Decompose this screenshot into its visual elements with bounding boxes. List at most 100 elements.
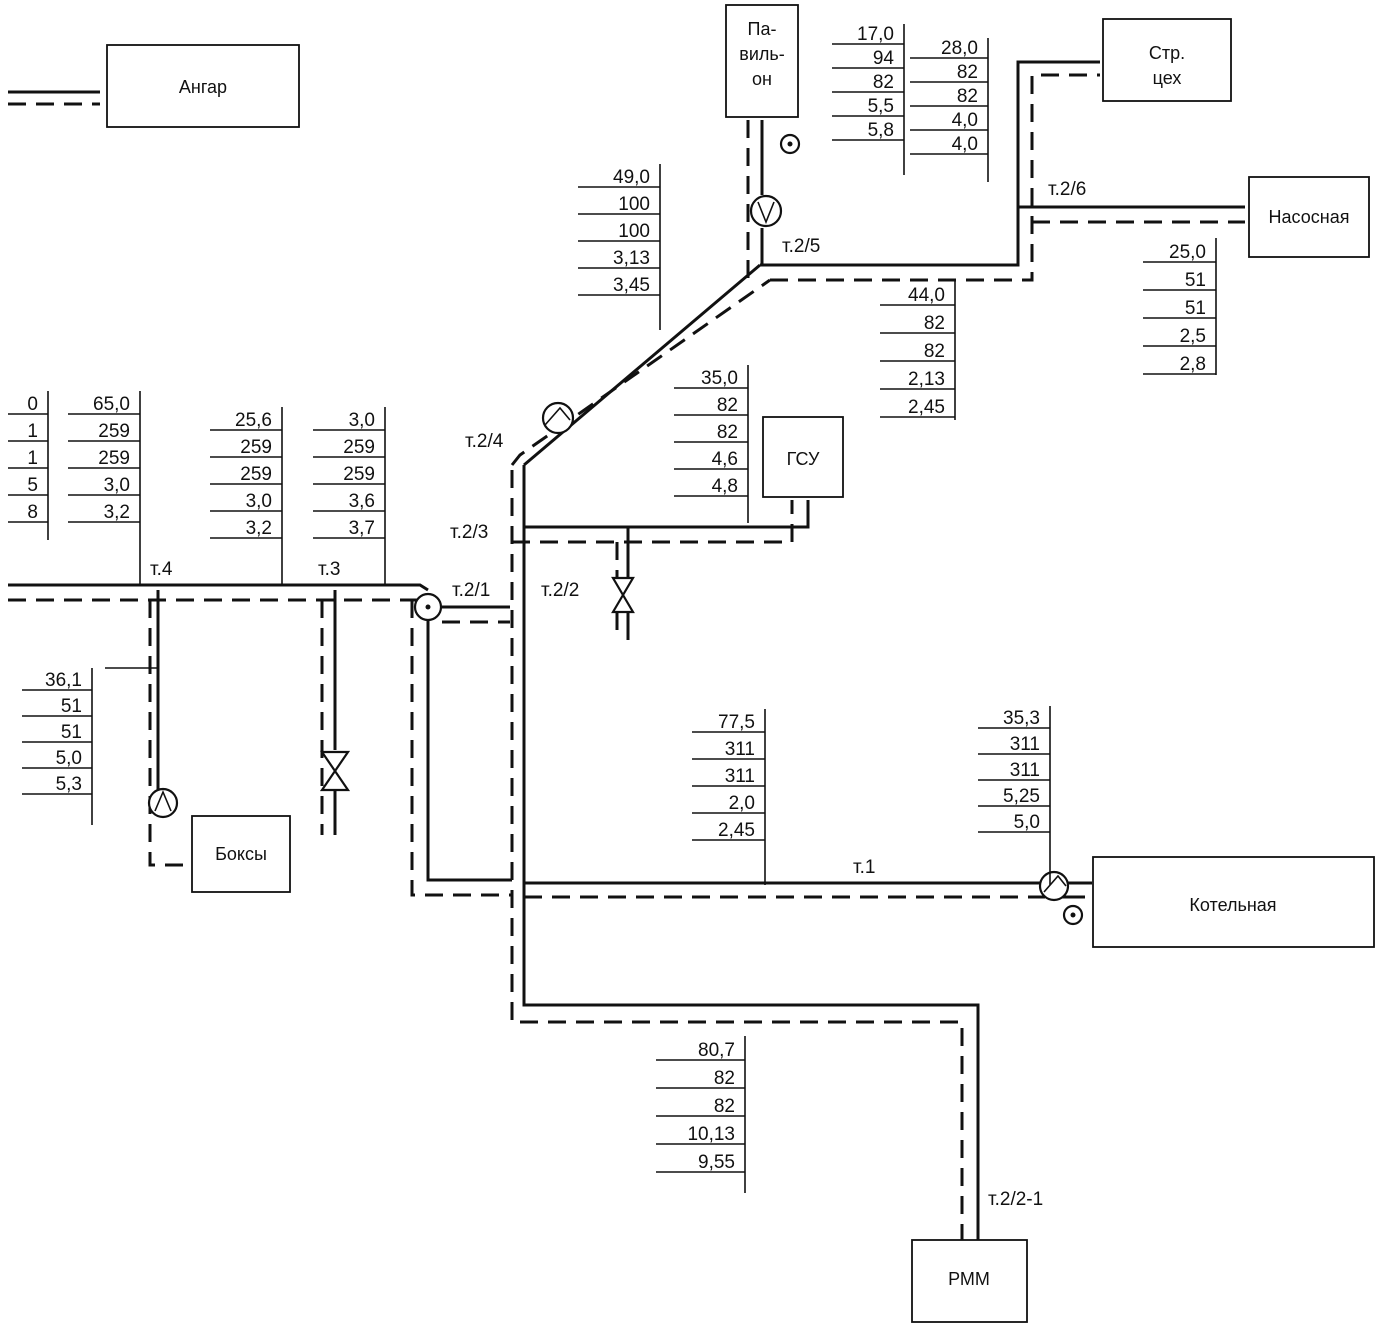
building-str-tsekh-label-2: цех	[1153, 68, 1182, 88]
pipe-t25-return	[770, 73, 1100, 282]
table-value: 2,13	[908, 369, 945, 390]
fixed-point-pavilion-icon	[779, 133, 801, 155]
label-t2-1: т.2/1	[452, 580, 490, 601]
pump-kotelnaya-icon	[1038, 870, 1070, 902]
building-str-tsekh: Стр. цех	[1102, 18, 1232, 102]
table-value: 82	[714, 1068, 735, 1089]
table-value: 259	[343, 437, 375, 458]
table-value: 3,0	[246, 491, 272, 512]
table-value: 259	[240, 464, 272, 485]
table-value: 25,6	[235, 410, 272, 431]
data-tables: 0 1 1 5 8 65,0 259 259 3,0 3,2 25,6 259 259 3,0 3,2 3,0…	[8, 24, 1217, 1193]
table-value: 82	[714, 1096, 735, 1117]
table-value: 82	[873, 72, 894, 93]
pipe-main-west-supply	[8, 583, 429, 592]
table-value: 4,0	[952, 110, 978, 131]
table-value: 94	[873, 48, 895, 69]
pump-boksy-icon	[147, 787, 179, 819]
table-left-edge: 0 1 1 5 8	[8, 391, 49, 540]
building-nasosnaya: Насосная	[1248, 176, 1370, 258]
point-labels: т.1 т.2/1 т.2/2 т.2/3 т.2/4 т.2/5 т.2/6 …	[150, 179, 1086, 1210]
table-value: 8	[27, 502, 38, 523]
label-t2-3: т.2/3	[450, 522, 488, 543]
table-value: 3,0	[349, 410, 375, 431]
building-pavilion-label-1: Па-	[748, 19, 777, 39]
label-t3: т.3	[318, 559, 340, 580]
label-t1: т.1	[853, 857, 875, 878]
table-value: 259	[343, 464, 375, 485]
table-value: 100	[618, 221, 650, 242]
pipe-diagonal-return	[510, 278, 771, 466]
table-value: 2,0	[729, 793, 755, 814]
table-value: 4,6	[712, 449, 738, 470]
building-pavilion-label-3: он	[752, 69, 772, 89]
building-pavilion-label-2: виль-	[739, 44, 785, 64]
table-value: 51	[61, 722, 82, 743]
table-value: 28,0	[941, 38, 978, 59]
building-angar: Ангар	[106, 44, 300, 128]
building-kotelnaya-label: Котельная	[1189, 895, 1276, 915]
pipeline-network	[8, 60, 1245, 1240]
building-kotelnaya: Котельная	[1092, 856, 1375, 948]
table-value: 25,0	[1169, 242, 1206, 263]
pipe-gsu-return	[512, 500, 794, 544]
table-value: 65,0	[93, 394, 130, 415]
table-value: 5,8	[868, 120, 894, 141]
table-value: 80,7	[698, 1040, 735, 1061]
table-value: 2,8	[1180, 354, 1206, 375]
pipe-trunk-return	[510, 470, 964, 1240]
table-value: 35,0	[701, 368, 738, 389]
pipe-gsu-supply	[524, 500, 810, 529]
table-value: 1	[27, 448, 38, 469]
table-value: 4,0	[952, 134, 978, 155]
label-t2-4: т.2/4	[465, 431, 504, 452]
table-value: 1	[27, 421, 38, 442]
pipe-boksy-return	[148, 600, 185, 867]
label-t2-5: т.2/5	[782, 236, 820, 257]
table-value: 5,0	[56, 748, 82, 769]
table-value: 259	[98, 448, 130, 469]
table-value: 49,0	[613, 167, 650, 188]
table-value: 44,0	[908, 285, 945, 306]
building-nasosnaya-label: Насосная	[1269, 207, 1350, 227]
label-t2-2: т.2/2	[541, 580, 579, 601]
table-value: 5,0	[1014, 812, 1040, 833]
table-value: 259	[98, 421, 130, 442]
pipe-loop-return	[410, 600, 512, 897]
table-value: 3,0	[104, 475, 130, 496]
table-value: 3,2	[104, 502, 130, 523]
table-value: 311	[725, 739, 755, 760]
table-value: 3,13	[613, 248, 650, 269]
table-value: 51	[1185, 298, 1206, 319]
pump-pavilion-icon	[749, 194, 783, 228]
table-value: 82	[957, 86, 978, 107]
table-value: 9,55	[698, 1152, 735, 1173]
table-value: 5	[27, 475, 38, 496]
building-boksy-label: Боксы	[215, 844, 267, 864]
table-value: 5,5	[868, 96, 894, 117]
table-value: 4,8	[712, 476, 738, 497]
pipe-trunk-supply	[522, 465, 980, 1240]
pipe-loop-supply	[426, 620, 512, 882]
fixed-point-kotelnaya-icon	[1062, 904, 1084, 926]
table-value: 3,2	[246, 518, 272, 539]
table-value: 311	[1010, 734, 1040, 755]
table-value: 2,5	[1180, 326, 1206, 347]
table-value: 100	[618, 194, 650, 215]
table-t4-main: 65,0 259 259 3,0 3,2	[68, 391, 141, 585]
table-value: 51	[61, 696, 82, 717]
table-value: 0	[27, 394, 38, 415]
table-value: 82	[957, 62, 978, 83]
symbols	[147, 133, 1084, 926]
valve-t22-icon	[611, 576, 635, 614]
valve-t3-icon	[319, 750, 351, 792]
table-value: 311	[725, 766, 755, 787]
